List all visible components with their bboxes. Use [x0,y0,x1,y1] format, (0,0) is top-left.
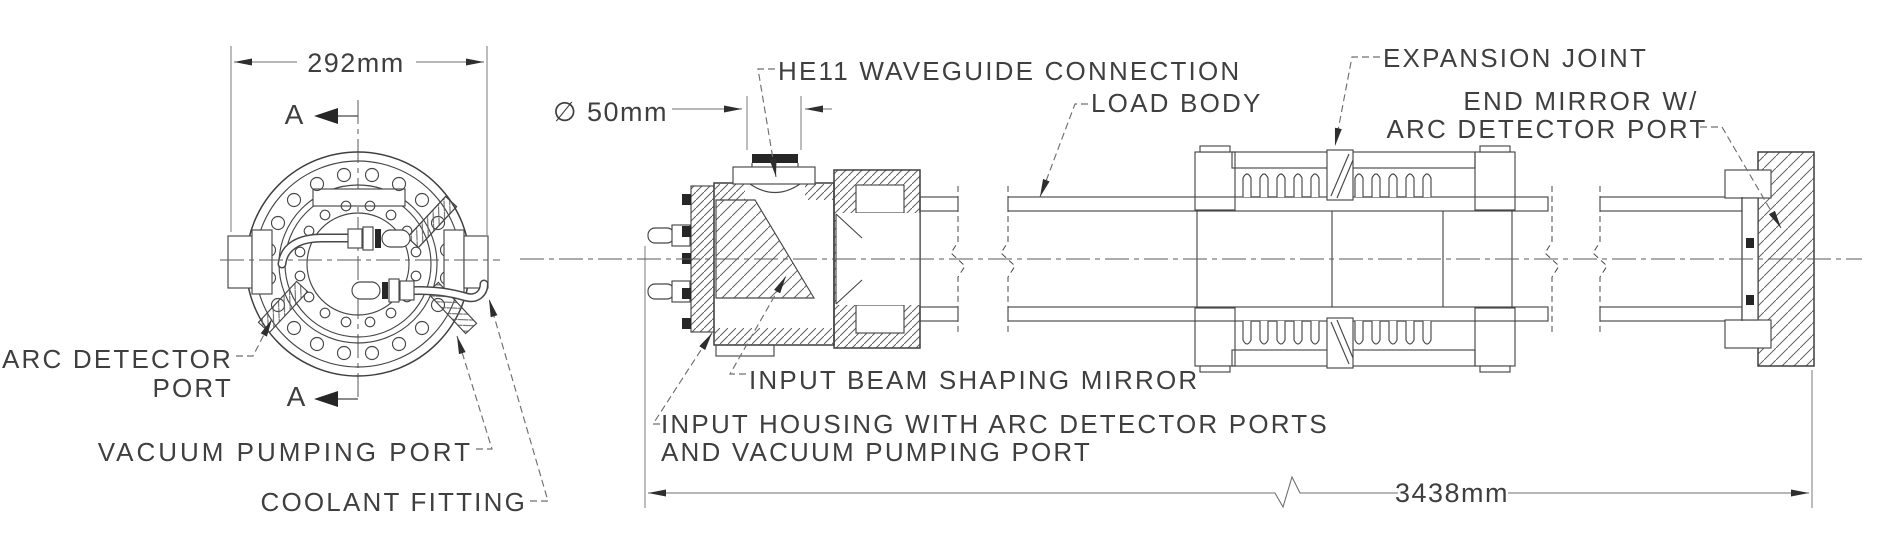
dimension-waveguide-text: ∅ 50mm [553,97,668,127]
label-expansion-joint: EXPANSION JOINT [1383,43,1648,73]
dimension-292: 292mm [230,46,488,235]
front-view-labels: ARC DETECTOR PORT VACUUM PUMPING PORT CO… [2,298,549,517]
section-a-bottom-text: A [287,381,306,412]
side-ports [227,229,489,295]
label-input-housing-line2: AND VACUUM PUMPING PORT [661,437,1092,467]
keyway-plate [312,188,406,207]
he11-waveguide-connector [732,154,816,185]
input-housing [713,182,835,357]
section-a-top-text: A [285,99,304,130]
section-view: ∅ 50mm 3438mm HE11 WAVEGUIDE CONNECTION … [520,43,1862,509]
label-arc-detector-line2: PORT [152,373,233,403]
coolant-fittings [277,226,489,303]
dimension-waveguide: ∅ 50mm [553,96,832,150]
front-view: 292mm A A [2,46,549,517]
label-coolant-fitting: COOLANT FITTING [260,487,527,517]
dimension-292-text: 292mm [307,48,405,78]
section-view-labels: HE11 WAVEGUIDE CONNECTION LOAD BODY EXPA… [651,43,1782,467]
label-arc-detector-line1: ARC DETECTOR [2,344,233,374]
section-marker-a: A A [285,99,359,412]
label-vacuum-pumping-port: VACUUM PUMPING PORT [98,437,473,467]
label-load-body: LOAD BODY [1091,88,1263,118]
label-input-beam-mirror: INPUT BEAM SHAPING MIRROR [749,365,1199,395]
label-end-mirror-line1: END MIRROR W/ [1463,86,1698,116]
input-beam-shaping-mirror-shape [716,200,814,298]
dimension-length: 3438mm [644,246,1813,509]
label-end-mirror-line2: ARC DETECTOR PORT [1386,114,1707,144]
expansion-joint [1194,145,1516,373]
label-input-housing-line1: INPUT HOUSING WITH ARC DETECTOR PORTS [661,409,1329,439]
arc-detector-port-upper [406,195,458,249]
label-he11-waveguide: HE11 WAVEGUIDE CONNECTION [778,56,1241,86]
dimension-length-text: 3438mm [1395,478,1509,508]
